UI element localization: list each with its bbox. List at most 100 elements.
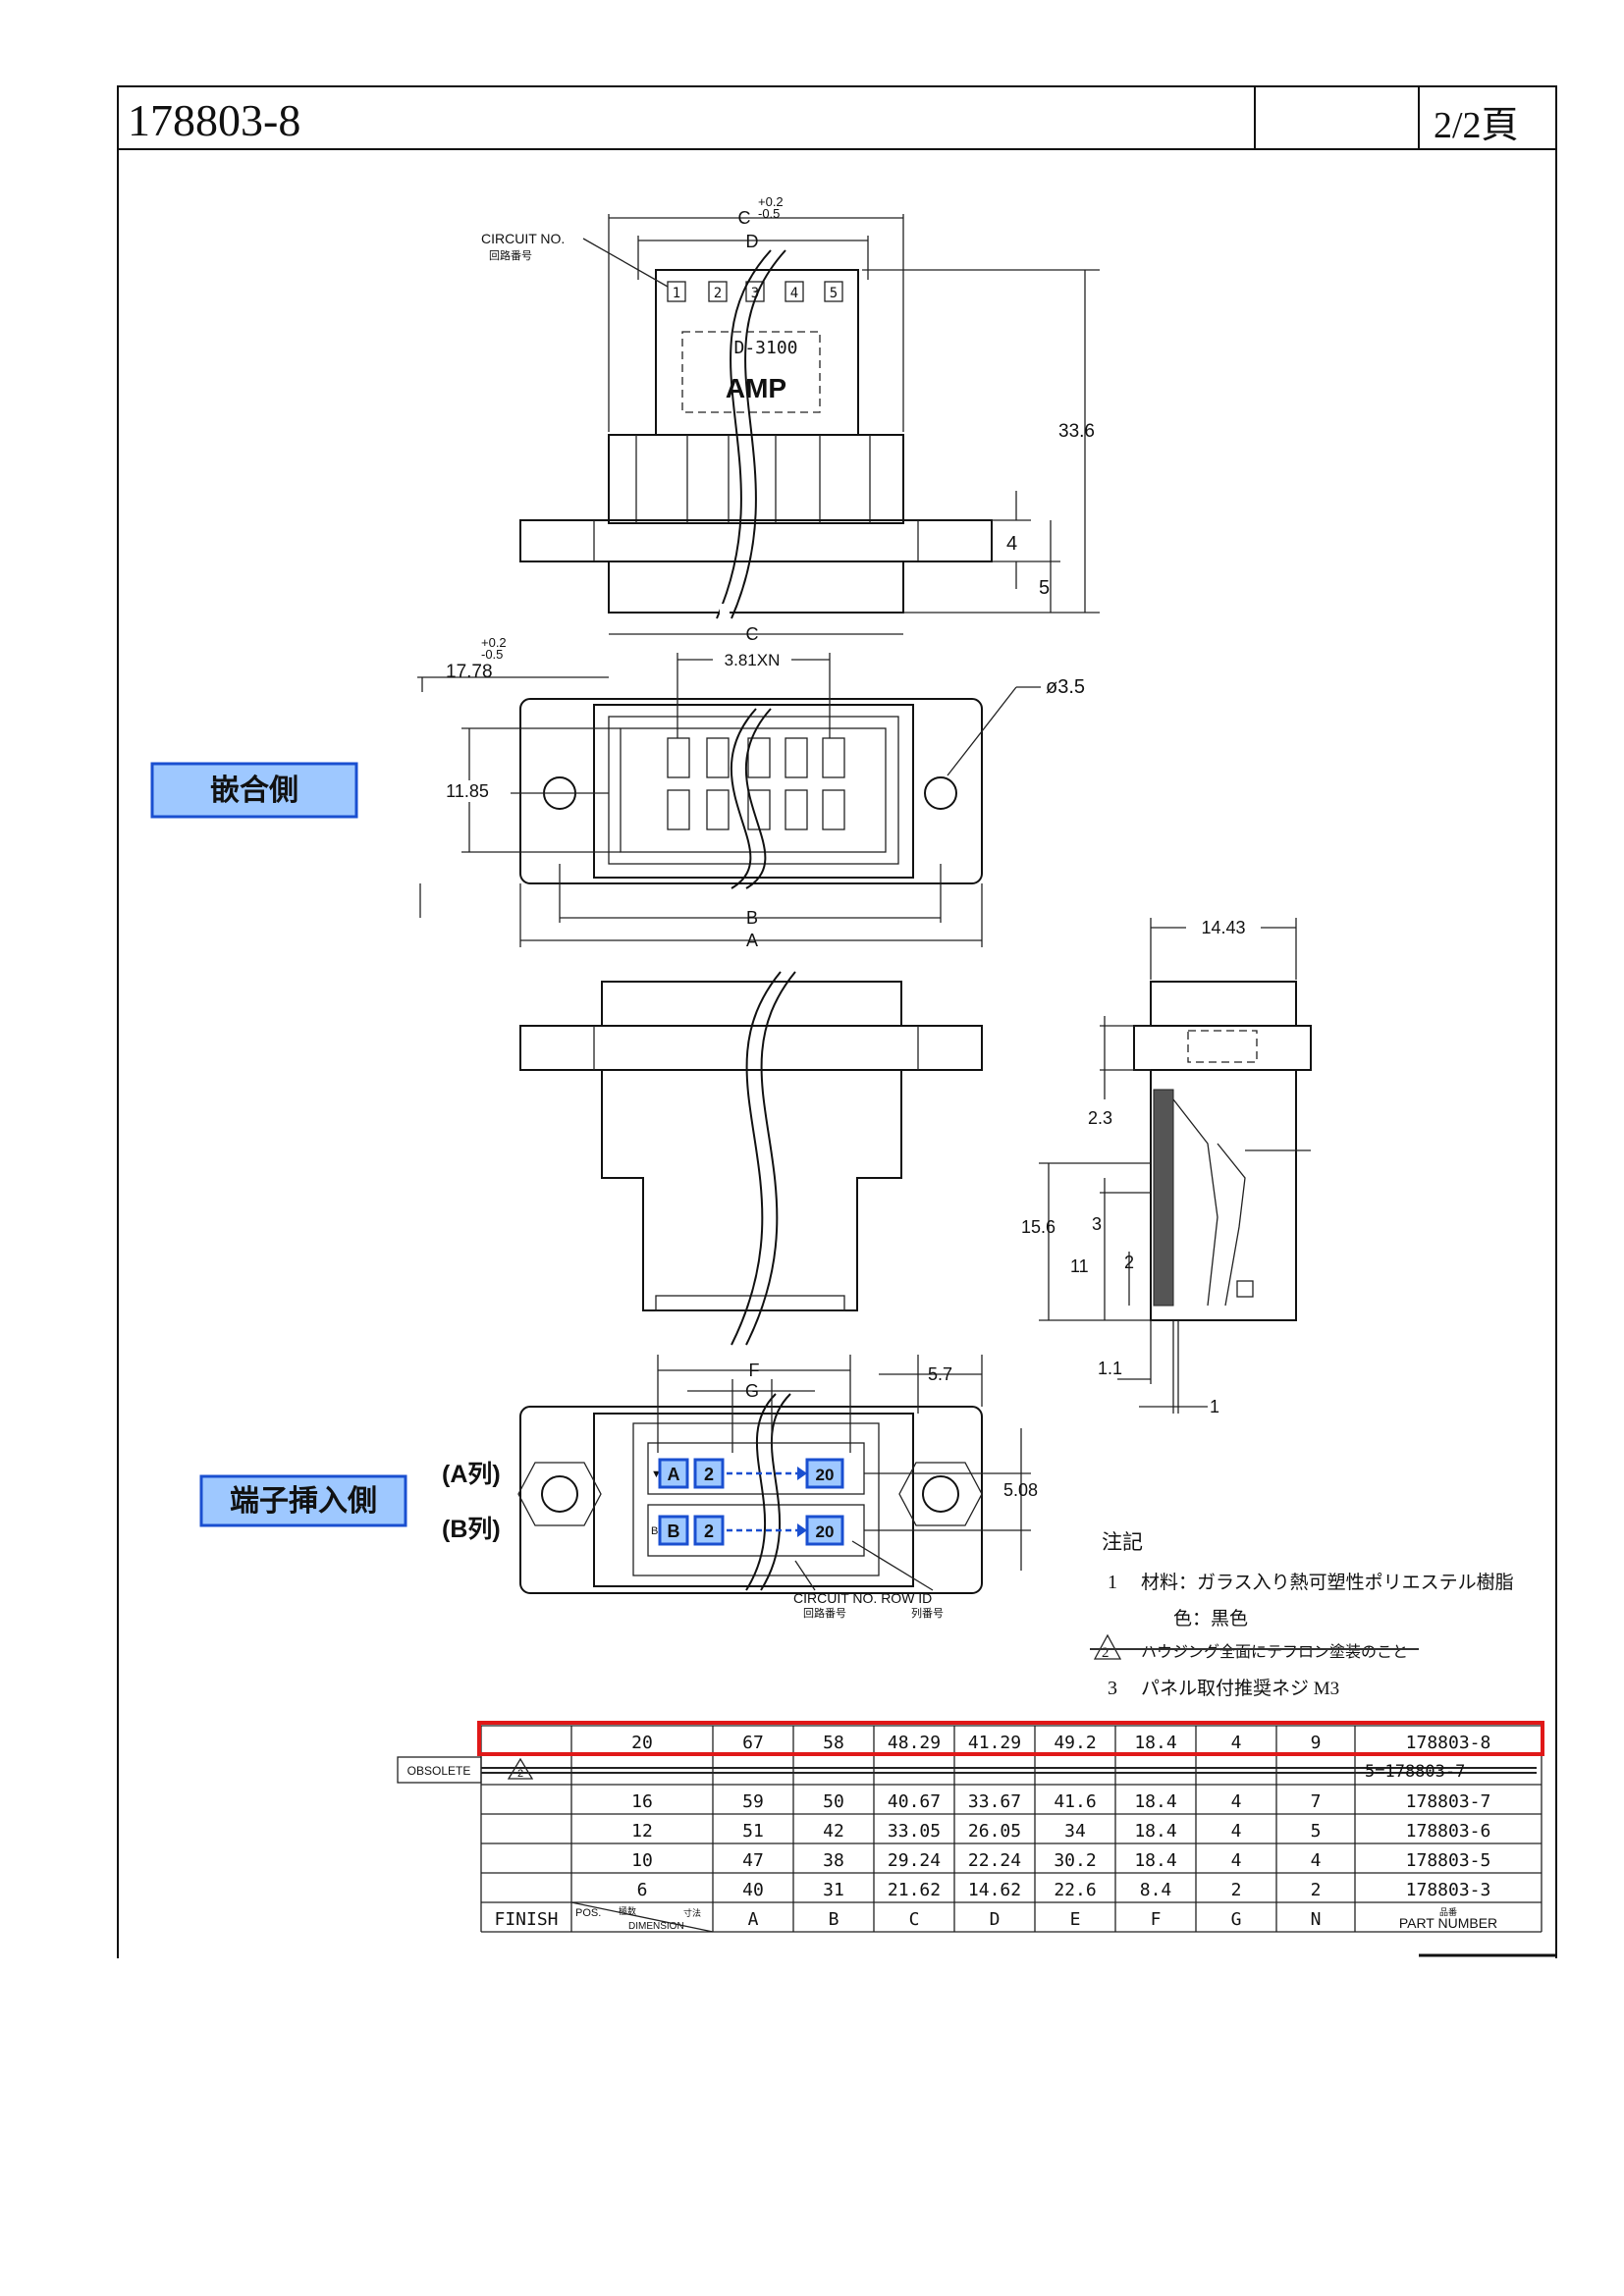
dim-14-43: 14.43 xyxy=(1201,918,1245,937)
cell-e: 30.2 xyxy=(1054,1850,1096,1871)
cell-part: 178803-7 xyxy=(1406,1791,1491,1812)
cell-d: 33.67 xyxy=(968,1791,1021,1812)
cell-c: 48.29 xyxy=(888,1733,941,1753)
dim-5-7: 5.7 xyxy=(928,1364,952,1384)
title-block: 178803-8 2/2頁 xyxy=(117,85,1557,150)
side-view: 14.43 2.3 15.6 3 11 2 1.1 1 xyxy=(1021,918,1312,1416)
cell-e: 49.2 xyxy=(1054,1733,1096,1753)
header-dim-jp: 寸法 xyxy=(683,1907,701,1918)
cell-c: 29.24 xyxy=(888,1850,941,1871)
table-row: 20 67 58 48.29 41.29 49.2 18.4 4 9 17880… xyxy=(631,1733,1490,1753)
dim-11: 11 xyxy=(1070,1256,1089,1276)
dim-hole-dia: ø3.5 xyxy=(1046,676,1085,698)
notes-title: 注記 xyxy=(1102,1530,1143,1554)
highlight-row-178803-8 xyxy=(477,1721,1544,1756)
dim-1-1: 1.1 xyxy=(1098,1359,1122,1378)
cell-c: 33.05 xyxy=(888,1821,941,1842)
circuit-row-id-label: CIRCUIT NO. ROW ID xyxy=(793,1590,932,1606)
dim-c-top: C xyxy=(738,208,751,228)
cell-d: 22.24 xyxy=(968,1850,1021,1871)
cell-e: 34 xyxy=(1064,1821,1086,1842)
cell-n: 7 xyxy=(1311,1791,1322,1812)
chip-a: A xyxy=(668,1465,680,1484)
mating-side-label: 嵌合側 xyxy=(150,762,358,819)
header-pos-jp: 極数 xyxy=(619,1905,636,1916)
header-col-d: D xyxy=(990,1909,1001,1930)
dim-17-78-tol-plus: +0.2 xyxy=(481,635,507,650)
chip-b-20: 20 xyxy=(816,1522,835,1541)
note-3-num: 3 xyxy=(1108,1678,1117,1699)
cell-e: 41.6 xyxy=(1054,1791,1096,1812)
cell-d: 14.62 xyxy=(968,1880,1021,1900)
mating-side-view: 17.78 +0.2 -0.5 3.81XN ø3.5 11.85 B A xyxy=(417,635,1085,950)
cell-pos: 6 xyxy=(637,1880,648,1900)
header-col-n: N xyxy=(1311,1909,1322,1930)
table-row: 16 59 50 40.67 33.67 41.6 18.4 4 7 17880… xyxy=(631,1791,1490,1812)
circuit-row-jp1: 回路番号 xyxy=(803,1607,846,1620)
cell-b: 38 xyxy=(823,1850,844,1871)
note-1-num: 1 xyxy=(1108,1572,1117,1593)
terminal-side-text: 端子挿入側 xyxy=(230,1485,377,1518)
cell-c: 21.62 xyxy=(888,1880,941,1900)
cell-g: 4 xyxy=(1231,1733,1242,1753)
dim-4: 4 xyxy=(1006,533,1017,555)
row-b-chips: B 2 20 xyxy=(658,1515,844,1546)
cell-part: 178803-3 xyxy=(1406,1880,1491,1900)
cell-b: 58 xyxy=(823,1733,844,1753)
obsolete-part: 5=178803-7 xyxy=(1365,1762,1465,1782)
cell-n: 9 xyxy=(1311,1733,1322,1753)
cell-pos: 12 xyxy=(631,1821,653,1842)
table-row: 12 51 42 33.05 26.05 34 18.4 4 5 178803-… xyxy=(631,1821,1490,1842)
terminal-side-label: 端子挿入側 xyxy=(199,1474,407,1527)
cell-f: 18.4 xyxy=(1134,1821,1176,1842)
header-col-g: G xyxy=(1231,1909,1242,1930)
cell-a: 51 xyxy=(742,1821,764,1842)
dim-2-3: 2.3 xyxy=(1088,1108,1112,1128)
dim-5: 5 xyxy=(1039,577,1050,599)
part-number-title: 178803-8 xyxy=(128,95,300,145)
dim-c-bottom: C xyxy=(746,624,759,644)
note-1: 材料：ガラス入り熱可塑性ポリエステル樹脂 xyxy=(1141,1572,1514,1593)
chip-b-2: 2 xyxy=(704,1522,714,1541)
note-2-num: 2 xyxy=(1102,1645,1110,1661)
note-2-triangle xyxy=(1093,1633,1122,1660)
row-a-marker: ▼ xyxy=(651,1468,662,1480)
dim-2: 2 xyxy=(1124,1253,1134,1272)
cell-a: 67 xyxy=(742,1733,764,1753)
mount-hole-left-back xyxy=(541,1475,578,1513)
cell-part: 178803-6 xyxy=(1406,1821,1491,1842)
cell-part: 178803-5 xyxy=(1406,1850,1491,1871)
note-3: パネル取付推奨ネジ M3 xyxy=(1141,1678,1339,1699)
dim-c-tol-minus: -0.5 xyxy=(758,206,780,221)
table-row: 6 40 31 21.62 14.62 22.6 8.4 2 2 178803-… xyxy=(637,1880,1491,1900)
dim-1: 1 xyxy=(1210,1397,1219,1416)
chip-a-2: 2 xyxy=(704,1465,714,1484)
cell-g: 4 xyxy=(1231,1850,1242,1871)
circuit-digit: 1 xyxy=(673,286,680,301)
dim-17-78: 17.78 xyxy=(446,662,493,682)
cell-pos: 10 xyxy=(631,1850,653,1871)
note-2: ハウジング全面にテフロン塗装のこと xyxy=(1141,1642,1408,1661)
circuit-digit: 3 xyxy=(751,286,759,301)
note-1b: 色：黒色 xyxy=(1173,1608,1248,1629)
terminal-side-view: ▼ B A 2 20 B 2 20 F xyxy=(517,1355,1038,1620)
obsolete-label: OBSOLETE xyxy=(407,1764,471,1778)
header-part-jp: 品番 xyxy=(1439,1906,1457,1917)
dim-15-6: 15.6 xyxy=(1021,1217,1056,1237)
circuit-no-jp-label: 回路番号 xyxy=(489,249,532,262)
notes: 注記 1 材料：ガラス入り熱可塑性ポリエステル樹脂 色：黒色 2 ハウジング全面… xyxy=(1090,1530,1514,1699)
mount-hole-right xyxy=(924,776,957,810)
dimension-table: OBSOLETE 2 5=178803-7 20 67 58 48.29 41.… xyxy=(397,1721,1544,1933)
row-a-label: (A列) xyxy=(442,1461,501,1488)
header-pos: POS. xyxy=(575,1907,601,1919)
cell-e: 22.6 xyxy=(1054,1880,1096,1900)
cell-pos: 16 xyxy=(631,1791,653,1812)
dim-b: B xyxy=(746,908,758,928)
cell-b: 42 xyxy=(823,1821,844,1842)
cell-f: 18.4 xyxy=(1134,1791,1176,1812)
dim-3: 3 xyxy=(1092,1214,1102,1234)
row-b-marker: B xyxy=(651,1525,658,1537)
d-mark: D-3100 xyxy=(733,338,797,358)
cell-part: 178803-8 xyxy=(1406,1733,1491,1753)
